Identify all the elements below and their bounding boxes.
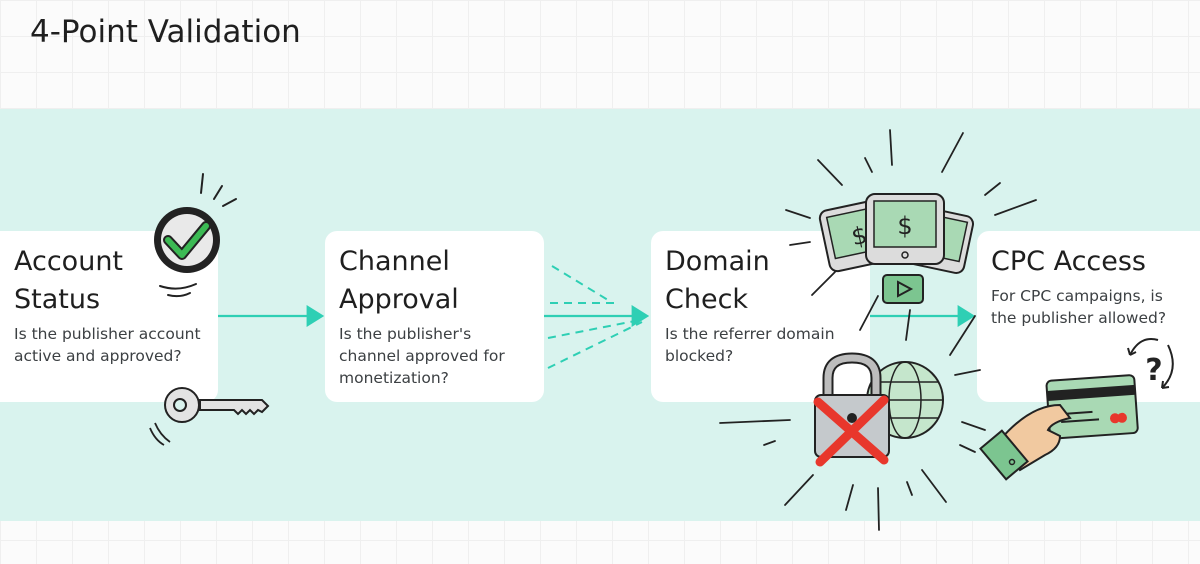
arrow-2-to-3 xyxy=(544,265,650,369)
svg-text:?: ? xyxy=(1145,353,1162,388)
step-title-line2: Approval xyxy=(339,284,459,315)
blocked-lock-icon xyxy=(813,352,890,467)
page-title: 4-Point Validation xyxy=(30,14,301,50)
credit-card-hand-icon xyxy=(979,374,1139,481)
key-icon xyxy=(149,387,270,446)
step-title-line1: Domain xyxy=(665,246,770,277)
svg-text:$: $ xyxy=(849,221,870,252)
step-question: Is the publisher account active and appr… xyxy=(14,325,201,365)
question-cycle-icon: ? xyxy=(1127,338,1174,389)
step-title-line2: Status xyxy=(14,284,101,315)
step-card-cpc-access: CPC Access For CPC campaigns, is the pub… xyxy=(977,231,1200,402)
svg-text:$: $ xyxy=(897,212,912,240)
burst-rays xyxy=(719,129,1037,531)
checkmark-badge-icon xyxy=(154,173,237,298)
step-question: Is the referrer domain blocked? xyxy=(665,325,835,365)
step-question: Is the publisher's channel approved for … xyxy=(339,325,505,387)
video-play-icon xyxy=(882,274,924,304)
step-title-line1: Channel xyxy=(339,246,450,277)
step-title-line2: Check xyxy=(665,284,749,315)
step-title-line1: CPC Access xyxy=(991,246,1146,277)
step-question: For CPC campaigns, is the publisher allo… xyxy=(991,287,1167,327)
step-title-line1: Account xyxy=(14,246,124,277)
money-tablets-icon: $ $ xyxy=(818,193,975,274)
